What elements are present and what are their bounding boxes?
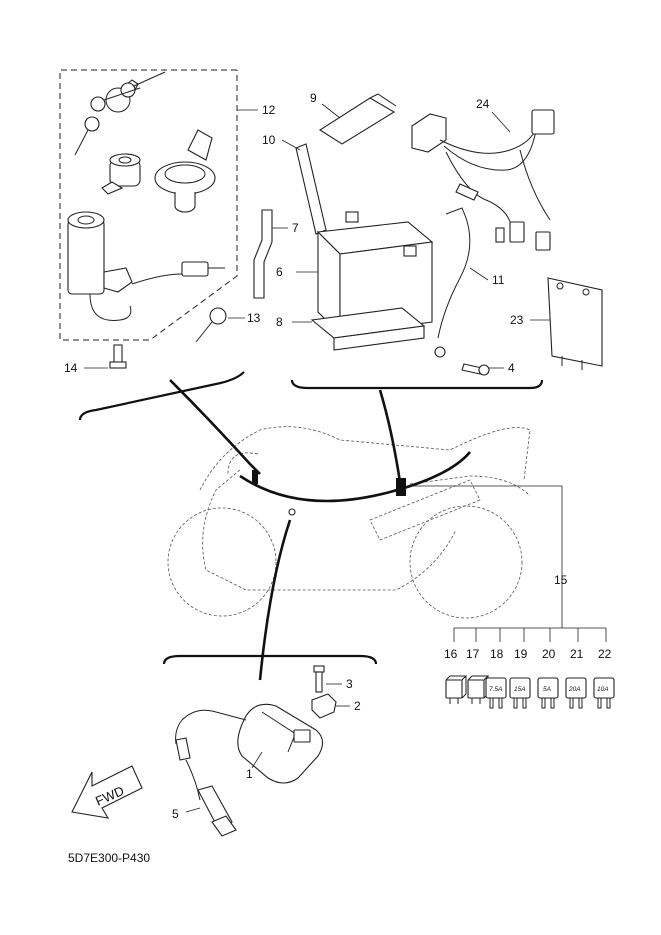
callout-4: 4	[508, 361, 515, 375]
battery-group: 10 9 7 6 8 11	[253, 91, 555, 390]
seat-lock	[101, 153, 141, 195]
battery-cover	[318, 97, 396, 145]
battery	[316, 211, 434, 336]
callout-16: 16	[444, 647, 458, 661]
fuse-21: 20A	[565, 677, 587, 709]
callout-19: 19	[514, 647, 528, 661]
callout-6: 6	[276, 265, 283, 279]
fwd-arrow-icon: FWD	[71, 765, 143, 819]
fuse-18: 7.5A	[485, 677, 507, 709]
callout-5: 5	[172, 807, 179, 821]
callout-15: 15	[554, 573, 568, 587]
fuse-19-rating: 15A	[514, 686, 526, 693]
callout-9: 9	[310, 91, 317, 105]
minus-lead	[437, 207, 471, 339]
callout-22: 22	[598, 647, 612, 661]
callout-21: 21	[570, 647, 584, 661]
fuel-cap	[154, 129, 216, 213]
part-code: 5D7E300-P430	[68, 851, 150, 865]
fuse-20-rating: 5A	[543, 686, 551, 693]
fuse-box-marker	[396, 478, 406, 496]
relay-16	[445, 675, 468, 704]
callout-2: 2	[354, 699, 361, 713]
plug-cap: 5	[172, 737, 237, 837]
callout-14: 14	[64, 361, 78, 375]
callout-23: 23	[510, 313, 524, 327]
callout-20: 20	[542, 647, 556, 661]
nut-2: 2	[311, 693, 361, 719]
callout-10: 10	[262, 133, 276, 147]
screw-4: 4	[461, 361, 515, 376]
callout-8: 8	[276, 315, 283, 329]
breather-hose	[253, 209, 273, 299]
battery-band	[295, 143, 327, 235]
callout-13: 13	[247, 311, 261, 325]
callout-1: 1	[246, 767, 253, 781]
ignition-coil: 1	[175, 703, 324, 784]
cover-23: 23	[510, 277, 603, 370]
main-switch	[67, 211, 225, 321]
callout-24: 24	[476, 97, 490, 111]
callout-11: 11	[492, 273, 505, 287]
fuse-18-rating: 7.5A	[489, 686, 502, 693]
motorcycle-outline	[167, 426, 531, 619]
wire-harness	[411, 109, 555, 251]
callout-7: 7	[292, 221, 299, 235]
fuse-22-rating: 10A	[597, 686, 609, 693]
key-set-group: 12 13	[59, 69, 276, 343]
fuse-20: 5A	[537, 677, 559, 709]
relay-17	[467, 675, 490, 704]
callout-3: 3	[346, 677, 353, 691]
fuse-22: 10A	[593, 677, 615, 709]
fuse-19: 15A	[509, 677, 531, 709]
callout-18: 18	[490, 647, 504, 661]
callout-12: 12	[262, 103, 276, 117]
callout-17: 17	[466, 647, 480, 661]
harness-marker	[252, 470, 258, 484]
spare-key	[195, 307, 245, 343]
fuse-21-rating: 20A	[568, 686, 581, 693]
key-ring	[74, 71, 166, 156]
bolt-3: 3	[313, 665, 353, 693]
bolt-14: 14	[64, 344, 127, 375]
